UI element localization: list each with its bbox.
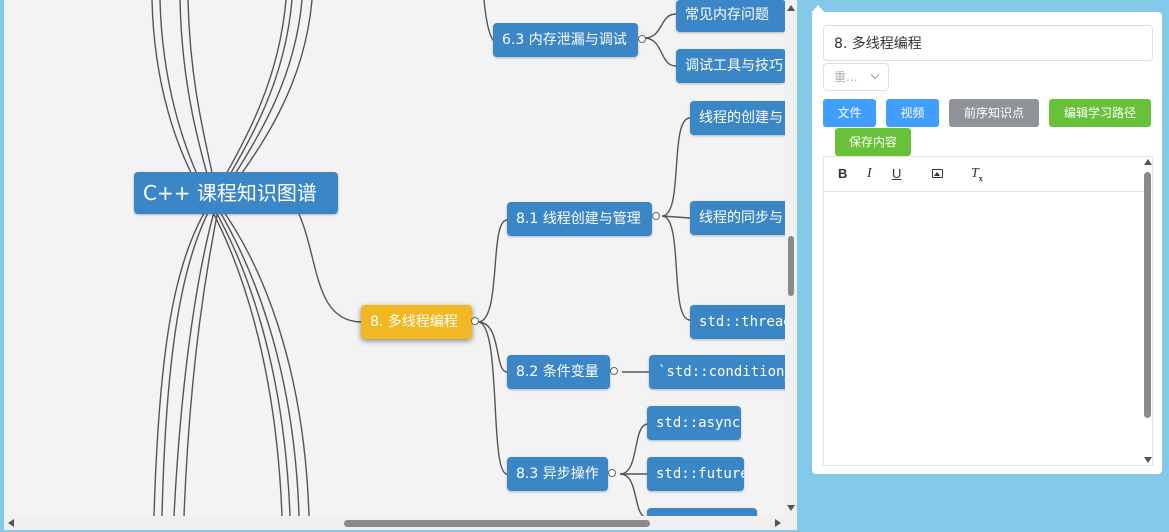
- clear-format-label: T: [971, 166, 979, 181]
- horizontal-scrollbar[interactable]: [4, 516, 797, 530]
- node-label: std::thread: [699, 314, 785, 330]
- node-label: `std::condition_va: [658, 364, 785, 380]
- node-label: 8.2 条件变量: [516, 364, 599, 380]
- node-8-3-c-partial[interactable]: [647, 508, 757, 516]
- node-6-3-b[interactable]: 调试工具与技巧: [676, 49, 785, 83]
- node-6-3[interactable]: 6.3 内存泄漏与调试: [493, 23, 638, 57]
- node-label: std::future: [656, 466, 744, 482]
- edit-learning-path-button[interactable]: 编辑学习路径: [1049, 99, 1151, 127]
- node-label: 调试工具与技巧: [685, 58, 783, 74]
- node-label: 8. 多线程编程: [370, 314, 458, 330]
- expander-8-2[interactable]: [610, 367, 618, 375]
- type-select[interactable]: 重...: [823, 63, 889, 91]
- underline-button[interactable]: U: [892, 166, 902, 181]
- node-8-3-b[interactable]: std::future: [647, 457, 744, 491]
- node-label: 常见内存问题: [685, 7, 769, 23]
- image-icon[interactable]: [932, 169, 943, 178]
- node-label: 线程的同步与: [699, 210, 783, 226]
- video-button[interactable]: 视频: [886, 99, 939, 127]
- clear-format-sub: x: [978, 173, 983, 183]
- bold-button[interactable]: B: [838, 166, 848, 181]
- scroll-down-arrow-icon[interactable]: [787, 505, 795, 511]
- vertical-scroll-thumb[interactable]: [788, 236, 794, 296]
- scroll-right-arrow-icon[interactable]: [775, 519, 781, 527]
- vertical-scrollbar[interactable]: [785, 0, 797, 516]
- node-6-3-a[interactable]: 常见内存问题: [676, 0, 785, 32]
- scroll-down-arrow-icon[interactable]: [1144, 457, 1152, 463]
- node-8-2[interactable]: 8.2 条件变量: [507, 355, 610, 389]
- prerequisite-button[interactable]: 前序知识点: [949, 99, 1039, 127]
- node-label: 8.1 线程创建与管理: [516, 211, 641, 227]
- root-node[interactable]: C++ 课程知识图谱: [134, 172, 338, 214]
- video-button-label: 视频: [900, 106, 925, 120]
- node-8-3[interactable]: 8.3 异步操作: [507, 457, 608, 491]
- scroll-up-arrow-icon[interactable]: [787, 5, 795, 11]
- editor-scroll-thumb[interactable]: [1144, 172, 1151, 418]
- scroll-left-arrow-icon[interactable]: [8, 519, 14, 527]
- node-label: 8.3 异步操作: [516, 466, 599, 482]
- root-node-label: C++ 课程知识图谱: [143, 181, 317, 205]
- save-content-button-label: 保存内容: [848, 135, 897, 149]
- node-editor-panel: 重... 文件 视频 前序知识点 编辑学习路径 保存内容 B I U Tx: [811, 5, 1162, 474]
- italic-button[interactable]: I: [867, 166, 872, 181]
- expander-6-3[interactable]: [638, 35, 646, 43]
- node-label: std::async: [656, 415, 741, 431]
- node-8-1-c[interactable]: std::thread: [690, 305, 785, 339]
- scroll-up-arrow-icon[interactable]: [1144, 159, 1152, 165]
- prerequisite-button-label: 前序知识点: [963, 106, 1024, 120]
- node-8-1-a[interactable]: 线程的创建与: [690, 101, 785, 135]
- expander-8-3[interactable]: [608, 469, 616, 477]
- mind-map-canvas[interactable]: C++ 课程知识图谱 6.3 内存泄漏与调试 常见内存问题 调试工具与技巧 8.…: [4, 0, 785, 516]
- expander-8[interactable]: [471, 317, 479, 325]
- editor-toolbar: B I U Tx: [824, 157, 1152, 192]
- file-button-label: 文件: [837, 106, 862, 120]
- editor-content-area[interactable]: [824, 192, 1152, 465]
- node-title-input[interactable]: [823, 25, 1153, 61]
- rich-text-editor: B I U Tx: [823, 156, 1153, 466]
- node-8-1-b[interactable]: 线程的同步与: [690, 201, 785, 235]
- node-label: 6.3 内存泄漏与调试: [502, 32, 627, 48]
- type-select-placeholder: 重...: [834, 70, 858, 84]
- node-label: 线程的创建与: [699, 110, 783, 126]
- node-8-selected[interactable]: 8. 多线程编程: [361, 305, 472, 339]
- horizontal-scroll-thumb[interactable]: [344, 520, 650, 527]
- editor-scrollbar[interactable]: [1141, 156, 1155, 466]
- panel-pointer: [811, 5, 825, 13]
- edit-learning-path-button-label: 编辑学习路径: [1063, 106, 1136, 120]
- node-8-1[interactable]: 8.1 线程创建与管理: [507, 202, 652, 236]
- node-8-2-a[interactable]: `std::condition_va: [649, 355, 785, 389]
- save-content-button[interactable]: 保存内容: [835, 128, 911, 156]
- chevron-down-icon: [870, 70, 880, 80]
- file-button[interactable]: 文件: [823, 99, 876, 127]
- node-8-3-a[interactable]: std::async: [647, 406, 741, 440]
- clear-format-button[interactable]: Tx: [971, 166, 983, 187]
- expander-8-1[interactable]: [652, 212, 660, 220]
